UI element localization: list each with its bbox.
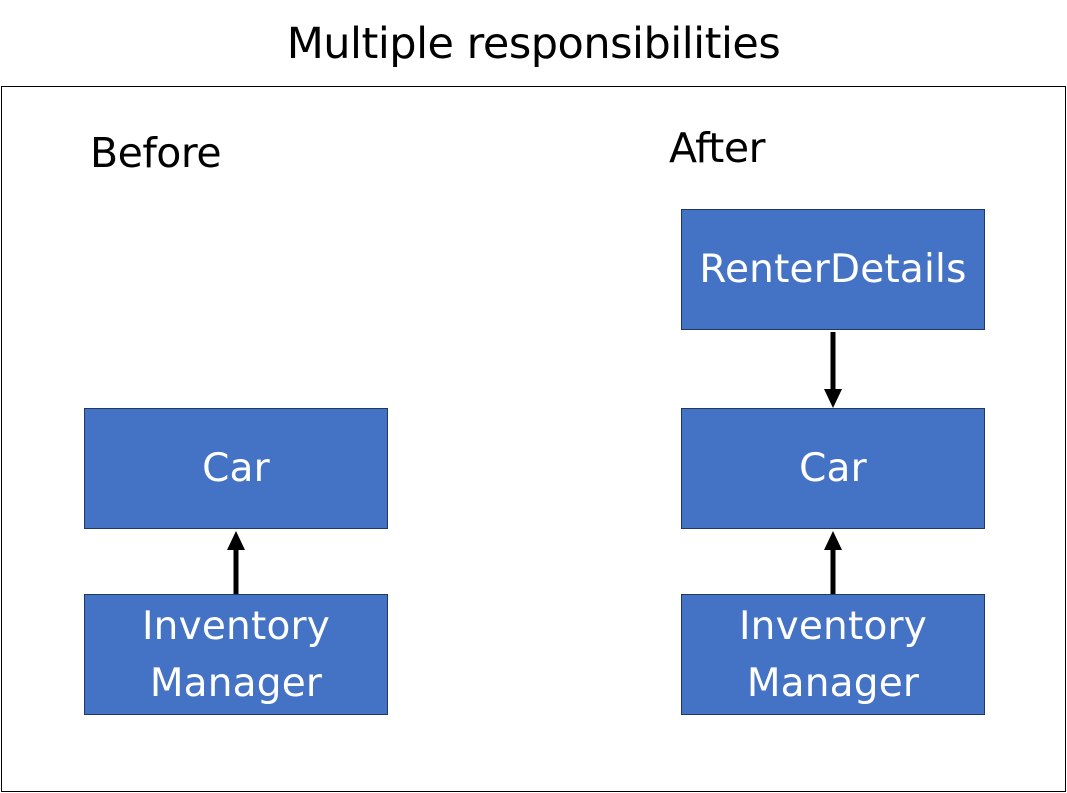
- before-inventory-manager-box: Inventory Manager: [84, 594, 388, 715]
- diagram-title: Multiple responsibilities: [286, 19, 781, 69]
- after-car-box: Car: [681, 408, 985, 529]
- before-car-label: Car: [202, 446, 270, 491]
- before-car-box: Car: [84, 408, 388, 529]
- after-inventory-manager-label: Inventory Manager: [738, 603, 928, 706]
- after-heading: After: [669, 124, 765, 172]
- after-renter-details-box: RenterDetails: [681, 209, 985, 330]
- before-heading: Before: [90, 129, 222, 177]
- after-car-label: Car: [799, 446, 867, 491]
- before-inventory-manager-label: Inventory Manager: [141, 603, 331, 706]
- after-inventory-manager-box: Inventory Manager: [681, 594, 985, 715]
- diagram-frame: [1, 86, 1066, 792]
- after-renter-details-label: RenterDetails: [699, 247, 967, 292]
